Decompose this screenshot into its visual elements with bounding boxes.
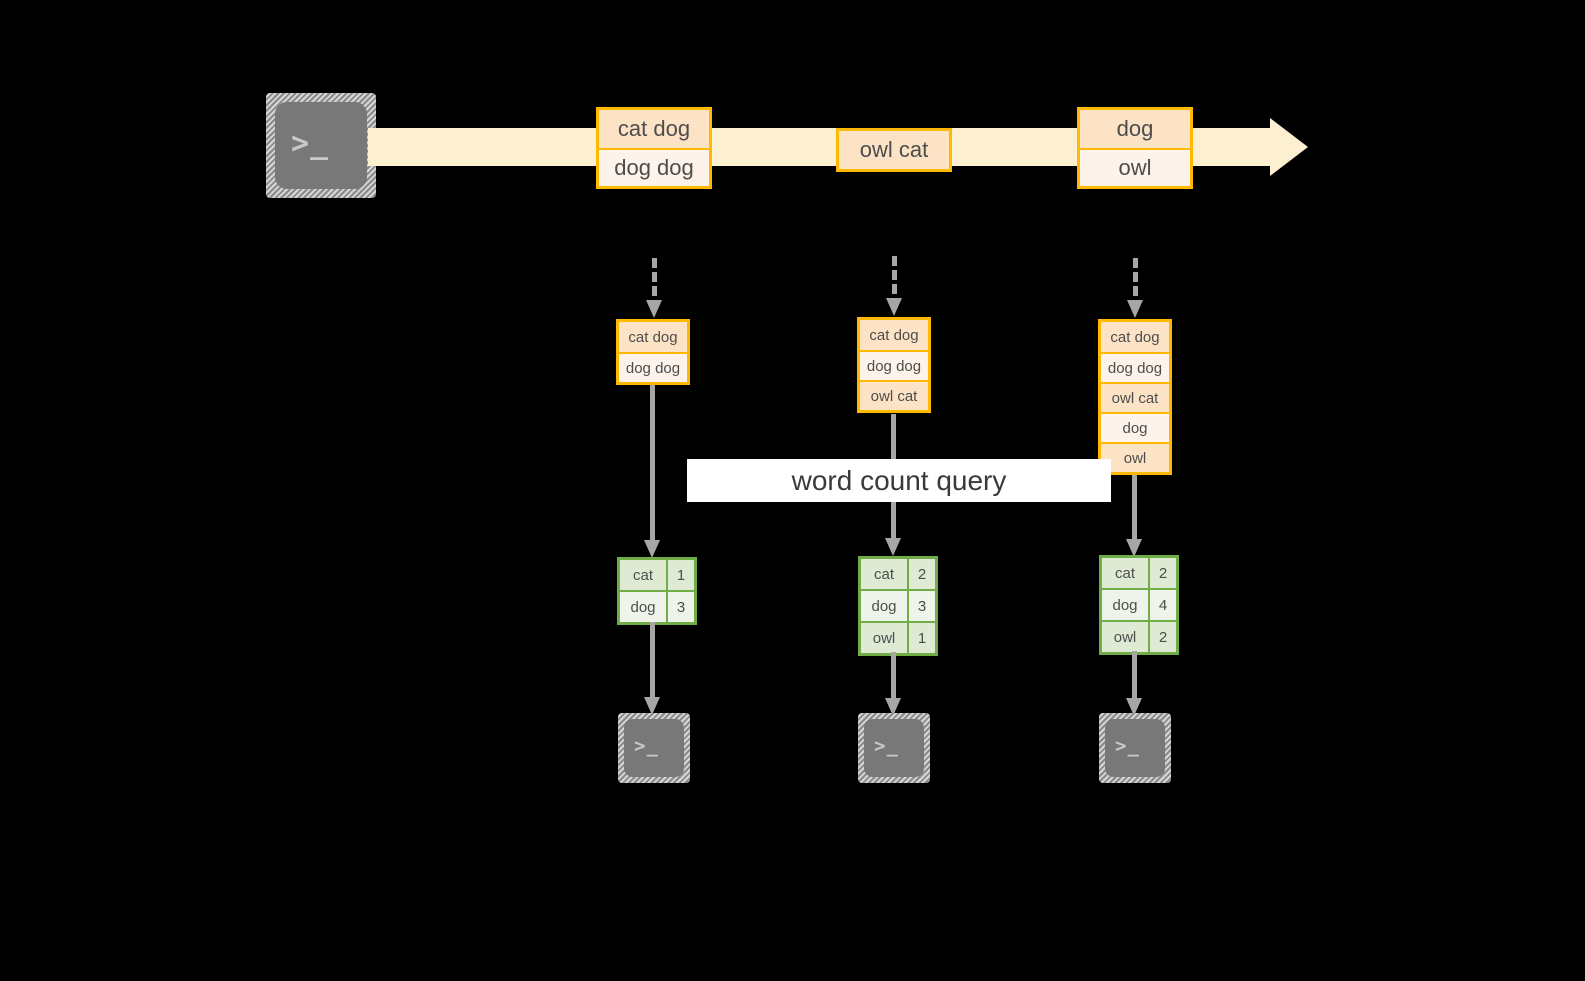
stream-record-2: owl cat xyxy=(836,128,952,172)
connector-arrowhead xyxy=(885,698,901,716)
result-row: dog 3 xyxy=(620,590,694,622)
input-line: cat dog xyxy=(860,320,928,350)
terminal-prompt: >_ xyxy=(291,126,330,161)
snapshot-2-sink-terminal-icon: >_ xyxy=(858,713,930,783)
connector-line xyxy=(891,652,896,701)
result-word: cat xyxy=(1102,558,1148,588)
input-line: owl cat xyxy=(860,380,928,410)
record-line: owl cat xyxy=(839,131,949,169)
snapshot-2-result-table: cat 2 dog 3 owl 1 xyxy=(858,556,938,656)
snapshot-3-sink-terminal-icon: >_ xyxy=(1099,713,1171,783)
input-line: owl xyxy=(1101,442,1169,472)
result-word: cat xyxy=(861,559,907,589)
connector-arrowhead xyxy=(1127,300,1143,318)
result-count: 1 xyxy=(666,560,694,590)
result-count: 1 xyxy=(907,623,935,653)
connector-line xyxy=(1133,258,1138,296)
result-word: cat xyxy=(620,560,666,590)
stream-record-1: cat dog dog dog xyxy=(596,107,712,189)
result-row: cat 2 xyxy=(861,559,935,589)
stream-arrow-head xyxy=(1270,118,1308,176)
result-count: 2 xyxy=(1148,622,1176,652)
result-count: 3 xyxy=(666,592,694,622)
result-row: dog 4 xyxy=(1102,588,1176,620)
result-word: dog xyxy=(1102,590,1148,620)
snapshot-1-result-table: cat 1 dog 3 xyxy=(617,557,697,625)
terminal-prompt: >_ xyxy=(1115,735,1140,757)
result-word: owl xyxy=(861,623,907,653)
source-terminal-icon: >_ xyxy=(266,93,376,198)
input-line: dog dog xyxy=(860,350,928,380)
input-line: owl cat xyxy=(1101,382,1169,412)
query-label-text: word count query xyxy=(791,464,1007,496)
connector-line xyxy=(650,622,655,700)
result-count: 2 xyxy=(1148,558,1176,588)
record-line: dog dog xyxy=(599,148,709,186)
connector-arrowhead xyxy=(644,697,660,715)
snapshot-3-result-table: cat 2 dog 4 owl 2 xyxy=(1099,555,1179,655)
snapshot-2-input-table: cat dog dog dog owl cat xyxy=(857,317,931,413)
result-row: owl 2 xyxy=(1102,620,1176,652)
terminal-prompt: >_ xyxy=(634,735,659,757)
connector-line xyxy=(1132,651,1137,701)
terminal-screen: >_ xyxy=(624,719,684,777)
result-row: cat 2 xyxy=(1102,558,1176,588)
result-count: 3 xyxy=(907,591,935,621)
connector-arrowhead xyxy=(646,300,662,318)
connector-line xyxy=(1132,475,1137,542)
record-line: cat dog xyxy=(599,110,709,148)
connector-arrowhead xyxy=(885,538,901,556)
connector-line xyxy=(650,385,655,543)
input-line: dog dog xyxy=(1101,352,1169,382)
terminal-screen: >_ xyxy=(275,102,367,189)
terminal-screen: >_ xyxy=(864,719,924,777)
connector-arrowhead xyxy=(1126,539,1142,557)
record-line: owl xyxy=(1080,148,1190,186)
result-row: cat 1 xyxy=(620,560,694,590)
connector-arrowhead xyxy=(1126,698,1142,716)
input-line: cat dog xyxy=(619,322,687,352)
connector-line xyxy=(892,256,897,294)
result-row: owl 1 xyxy=(861,621,935,653)
snapshot-3-input-table: cat dog dog dog owl cat dog owl xyxy=(1098,319,1172,475)
result-count: 2 xyxy=(907,559,935,589)
result-word: dog xyxy=(620,592,666,622)
result-count: 4 xyxy=(1148,590,1176,620)
connector-line xyxy=(652,258,657,296)
result-row: dog 3 xyxy=(861,589,935,621)
input-line: cat dog xyxy=(1101,322,1169,352)
record-line: dog xyxy=(1080,110,1190,148)
terminal-prompt: >_ xyxy=(874,735,899,757)
result-word: owl xyxy=(1102,622,1148,652)
terminal-screen: >_ xyxy=(1105,719,1165,777)
input-line: dog dog xyxy=(619,352,687,382)
input-line: dog xyxy=(1101,412,1169,442)
snapshot-1-input-table: cat dog dog dog xyxy=(616,319,690,385)
stream-record-3: dog owl xyxy=(1077,107,1193,189)
query-label-banner: word count query xyxy=(687,459,1111,502)
connector-arrowhead xyxy=(644,540,660,558)
connector-arrowhead xyxy=(886,298,902,316)
snapshot-1-sink-terminal-icon: >_ xyxy=(618,713,690,783)
result-word: dog xyxy=(861,591,907,621)
